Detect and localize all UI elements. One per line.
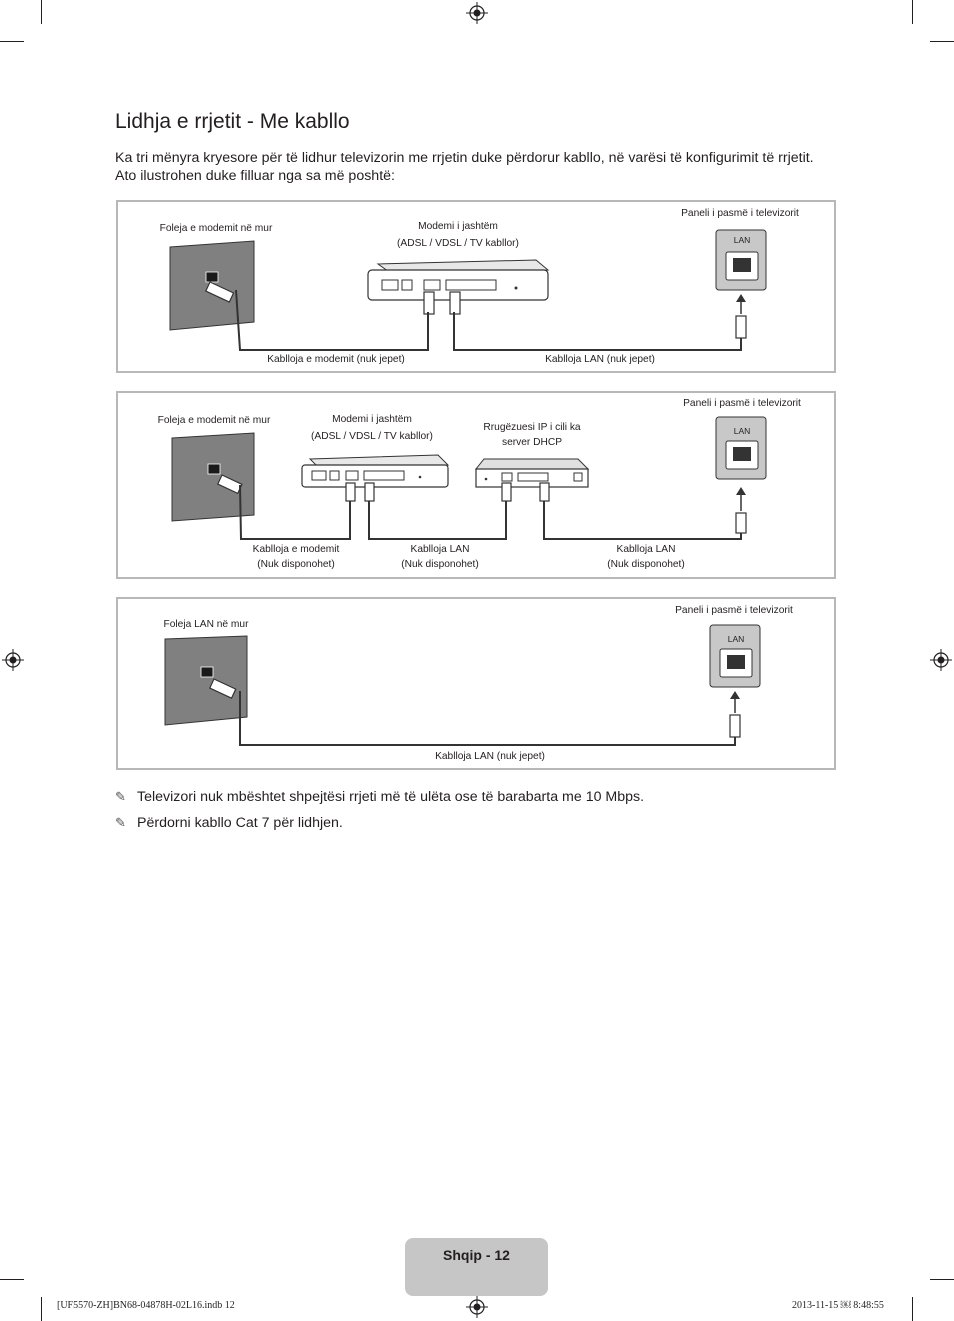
note-text: Televizori nuk mbështet shpejtësi rrjeti… xyxy=(137,789,645,805)
modem-label: Modemi i jashtëm xyxy=(332,414,412,425)
wall-outlet-label: Foleja e modemit në mur xyxy=(159,223,273,234)
lan-cable-label: Kablloja LAN xyxy=(616,544,676,555)
page-number: Shqip - 12 xyxy=(443,1247,510,1263)
arrow-up-icon xyxy=(736,487,746,495)
note-item: ✎ Televizori nuk mbështet shpejtësi rrjet… xyxy=(115,789,644,805)
modem-cable-label: Kablloja e modemit (nuk jepet) xyxy=(267,354,405,365)
modem-type-label: (ADSL / VDSL / TV kabllor) xyxy=(311,431,433,442)
crop-mark xyxy=(930,41,954,42)
crop-mark xyxy=(0,41,24,42)
page-number-tab: Shqip - 12 xyxy=(405,1238,548,1296)
wall-outlet-icon xyxy=(164,635,248,726)
lan-cable-note: (Nuk disponohet) xyxy=(401,559,479,570)
registration-mark-icon xyxy=(466,1296,488,1318)
cable-plug-icon xyxy=(364,482,375,502)
lan-cable-label: Kablloja LAN (nuk jepet) xyxy=(435,751,545,762)
registration-mark-icon xyxy=(930,649,952,671)
intro-paragraph: Ka tri mënyra kryesore për të lidhur tel… xyxy=(115,150,814,184)
crop-mark xyxy=(930,1279,954,1280)
crop-mark xyxy=(41,1297,42,1321)
diagram-modem-router: Foleja e modemit në mur Modemi i jashtëm… xyxy=(116,391,836,579)
note-text: Përdorni kabllo Cat 7 për lidhjen. xyxy=(137,815,343,831)
lan-cable-label: Kablloja LAN (nuk jepet) xyxy=(545,354,655,365)
file-slug: [UF5570-ZH]BN68-04878H-02L16.indb 12 xyxy=(57,1300,235,1311)
cable-plug-icon xyxy=(345,482,356,502)
lan-cable xyxy=(239,691,736,746)
lan-port-label: LAN xyxy=(727,634,745,644)
diagram-drawing xyxy=(164,624,761,746)
diagram-modem-direct: Foleja e modemit në mur Modemi i jashtëm… xyxy=(116,200,836,373)
cable-plug-icon xyxy=(423,291,435,315)
lan-port-label: LAN xyxy=(733,426,751,436)
registration-mark-icon xyxy=(2,649,24,671)
lan-cable-label: Kablloja LAN xyxy=(410,544,470,555)
cable-plug-icon xyxy=(735,512,747,534)
tv-panel-label: Paneli i pasmë i televizorit xyxy=(675,605,793,616)
note-item: ✎ Përdorni kabllo Cat 7 për lidhjen. xyxy=(115,815,343,831)
modem-cable-label: Kablloja e modemit xyxy=(252,544,340,555)
tv-panel-label: Paneli i pasmë i televizorit xyxy=(683,398,801,409)
wall-lan-label: Foleja LAN në mur xyxy=(163,619,249,630)
lan-cable-note: (Nuk disponohet) xyxy=(607,559,685,570)
cable-plug-icon xyxy=(204,281,235,303)
modem-label: Modemi i jashtëm xyxy=(418,221,498,232)
router-label-2: server DHCP xyxy=(501,437,563,448)
modem-device-icon xyxy=(301,454,450,488)
diagram-drawing xyxy=(169,229,767,351)
diagram-wall-lan: Foleja LAN në mur Paneli i pasmë i telev… xyxy=(116,597,836,770)
cable-plug-icon xyxy=(501,482,512,502)
cable-plug-icon xyxy=(208,678,237,700)
tv-panel-label: Paneli i pasmë i televizorit xyxy=(681,208,799,219)
modem-device-icon xyxy=(367,259,550,301)
cable-plug-icon xyxy=(735,315,747,339)
wall-outlet-label: Foleja e modemit në mur xyxy=(157,415,271,426)
crop-mark xyxy=(912,0,913,24)
arrow-up-icon xyxy=(730,691,740,699)
arrow-up-icon xyxy=(736,294,746,302)
lan-cable xyxy=(368,501,507,540)
crop-mark xyxy=(0,1279,24,1280)
lan-port-label: LAN xyxy=(733,235,751,245)
pencil-icon: ✎ xyxy=(115,789,126,804)
registration-mark-icon xyxy=(466,2,488,24)
wall-outlet-icon xyxy=(171,432,255,522)
diagram-drawing xyxy=(171,416,767,540)
router-device-icon xyxy=(474,458,590,488)
modem-type-label: (ADSL / VDSL / TV kabllor) xyxy=(397,238,519,249)
print-timestamp: 2013-11-15 ￼ 8:48:55 xyxy=(792,1300,884,1311)
cable-plug-icon xyxy=(729,714,741,738)
crop-mark xyxy=(41,0,42,24)
page-title: Lidhja e rrjetit - Me kabllo xyxy=(115,110,350,133)
lan-cable xyxy=(543,501,742,540)
modem-cable xyxy=(235,289,429,351)
crop-mark xyxy=(912,1297,913,1321)
cable-plug-icon xyxy=(539,482,550,502)
modem-cable-note: (Nuk disponohet) xyxy=(257,559,335,570)
modem-cable xyxy=(239,484,351,540)
cable-plug-icon xyxy=(449,291,461,315)
lan-cable xyxy=(453,312,742,351)
router-label: Rrugëzuesi IP i cili ka xyxy=(483,422,581,433)
pencil-icon: ✎ xyxy=(115,815,126,830)
